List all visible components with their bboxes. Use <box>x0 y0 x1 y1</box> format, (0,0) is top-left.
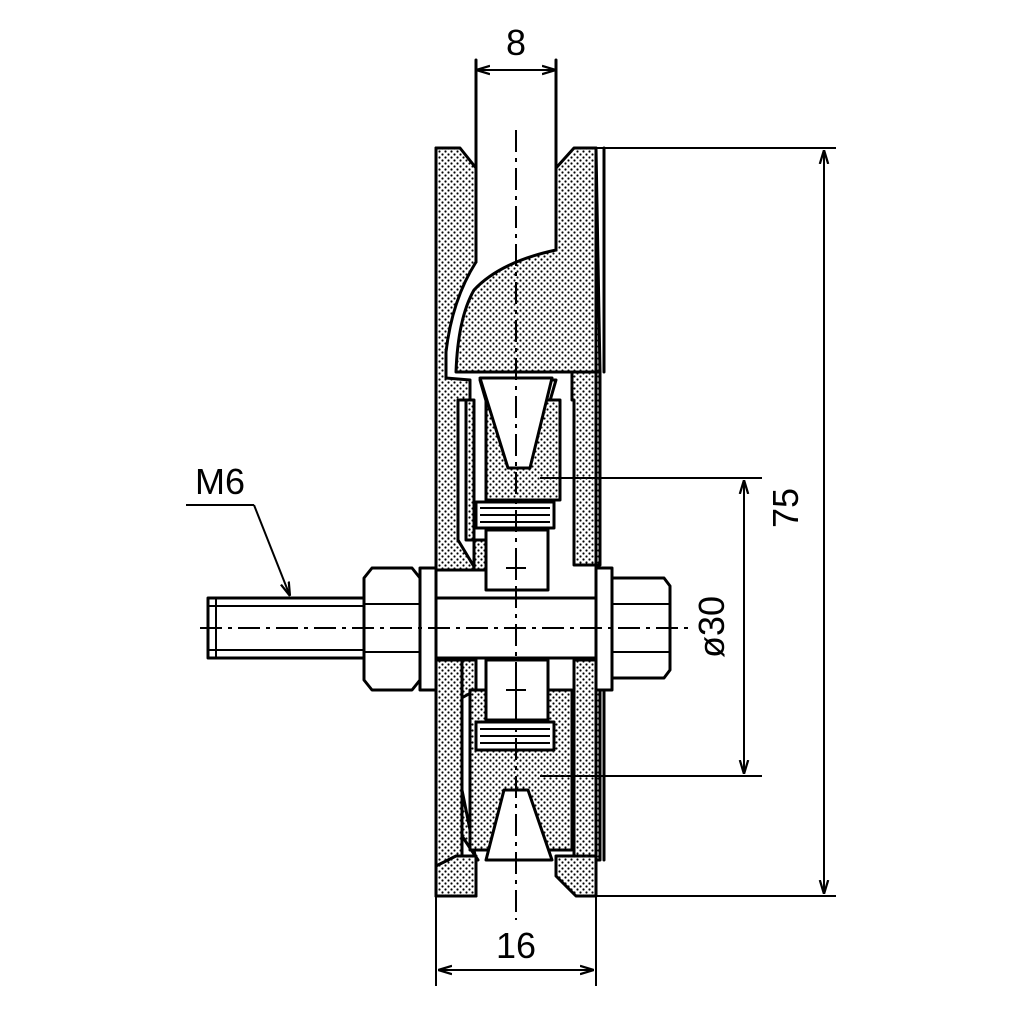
bearing-race-upper <box>464 398 488 572</box>
center-lines <box>200 130 690 920</box>
right-flange-tip-lower <box>554 854 598 898</box>
dim-label-thread: M6 <box>195 461 245 502</box>
dim-label-groove-width: 8 <box>506 22 526 63</box>
wheel-outline <box>434 58 606 898</box>
right-flange-upper <box>454 146 602 374</box>
dimension-bearing-diameter: ø30 <box>540 477 762 777</box>
dimension-wheel-width: 16 <box>435 896 597 986</box>
bearing-v-insert-upper <box>478 376 554 470</box>
dimension-groove-width: 8 <box>476 22 556 70</box>
wheel-lower-section <box>434 658 602 898</box>
dim-label-wheel-width: 16 <box>496 925 536 966</box>
dim-label-bearing-diameter: ø30 <box>691 596 732 658</box>
bearing-v-groove-lower <box>484 788 554 862</box>
dim-label-outer-diameter: 75 <box>765 488 806 528</box>
thread-callout: M6 <box>186 461 290 596</box>
left-wall-lower <box>434 658 464 882</box>
dimension-outer-diameter: 75 <box>596 147 836 897</box>
wheel-upper-section <box>434 146 602 592</box>
left-flange-tip-lower <box>434 854 478 898</box>
right-wall-upper <box>570 370 602 567</box>
